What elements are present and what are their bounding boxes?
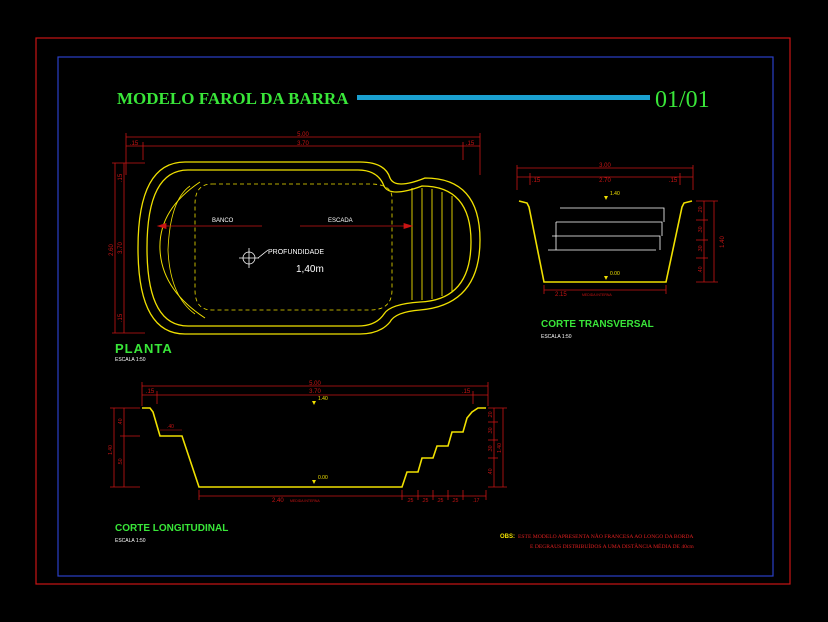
bench-inner [167, 185, 196, 315]
cl-dim-right: .15 [462, 389, 471, 395]
cl-ldim-1: .40 [118, 418, 124, 425]
planta-scale: ESCALA 1:50 [115, 357, 146, 363]
ct-dim-left: .15 [532, 178, 541, 184]
obs-line-1: ESTE MODELO APRESENTA NÃO FRANCESA AO LO… [518, 532, 693, 540]
cl-ldim-total: 1.40 [108, 445, 114, 455]
cl-rdim-total: 1.40 [497, 443, 503, 453]
bench-outline [159, 181, 206, 319]
planta-dim-total: 5.00 [297, 132, 309, 138]
ct-bottom-note: MEDIDA INTERNA [582, 293, 612, 297]
cl-stepdim-1: .25 [407, 498, 414, 504]
planta-left-dims [112, 162, 145, 334]
ct-rdim-total: 1.40 [720, 236, 726, 248]
drawing-title: MODELO FAROL DA BARRA [117, 89, 349, 108]
obs-note: OBS: ESTE MODELO APRESENTA NÃO FRANCESA … [500, 532, 694, 550]
planta-vdim-1: 2.60 [109, 244, 115, 256]
ct-rdim-4: .40 [698, 266, 704, 273]
cl-ldim-2: .50 [118, 458, 124, 465]
cl-right-dims [488, 407, 507, 488]
cl-left-dims [110, 407, 140, 488]
ct-level-top: 1.40 [610, 191, 620, 197]
cl-bottom-note: MEDIDA INTERNA [290, 499, 320, 503]
planta-vdim-2: 3.70 [118, 242, 124, 254]
cl-stepdim-3: .25 [437, 498, 444, 504]
ct-scale: ESCALA 1:50 [541, 334, 572, 340]
planta-view: 5.00 .15 3.70 .15 2.60 3.70 .15 .15 [109, 132, 481, 363]
cl-bottom-dims [198, 490, 487, 500]
outer-frame [35, 37, 791, 585]
cl-step-label: .40 [167, 424, 174, 430]
ct-bottom-dim [543, 285, 667, 294]
ct-rdim-3: .30 [698, 245, 704, 252]
title-bar [357, 95, 650, 100]
planta-dim-right: .15 [466, 141, 475, 147]
cl-rdim-2: .30 [488, 427, 494, 434]
ct-label: CORTE TRANSVERSAL [541, 319, 654, 330]
cl-level-top: 1.40 [318, 396, 328, 402]
inner-frame [57, 56, 774, 577]
ct-level-bottom: 0.00 [610, 271, 620, 277]
cl-stepdim-5: .17 [473, 498, 480, 504]
cl-rdim-4: .40 [488, 468, 494, 475]
ct-level-top-icon [604, 196, 608, 200]
ct-top-dims [516, 165, 694, 190]
obs-line-2: E DEGRAUS DISTRIBUÍDOS A UMA DISTÂNCIA M… [530, 542, 694, 550]
cl-dim-mid: 3.70 [309, 389, 321, 395]
ct-level-bottom-icon [604, 276, 608, 280]
cl-scale: ESCALA 1:50 [115, 538, 146, 544]
cl-level-bottom-icon [312, 480, 316, 484]
ct-dim-mid: 2.70 [599, 178, 611, 184]
cl-bottom-value: 2.40 [272, 498, 284, 504]
escada-label: ESCADA [328, 218, 353, 224]
corte-transversal-view: 3.00 .15 2.70 .15 1.40 0.00 2.15 MEDIDA … [516, 163, 726, 340]
stairs-lines [411, 188, 453, 300]
inner-floor-outline [194, 183, 393, 311]
depth-value: 1,40m [296, 264, 324, 275]
cl-dim-total: 5.00 [309, 381, 321, 387]
planta-top-dims [125, 133, 481, 175]
planta-dim-mid: 3.70 [297, 141, 309, 147]
cl-top-dims [141, 382, 489, 406]
cl-stepdim-4: .25 [452, 498, 459, 504]
sheet-number: 01/01 [655, 87, 710, 113]
planta-label: PLANTA [115, 341, 173, 356]
ct-section-outline [518, 200, 693, 283]
depth-marker-icon [239, 248, 269, 268]
ct-rdim-2: .30 [698, 226, 704, 233]
cl-rdim-3: .30 [488, 445, 494, 452]
corte-longitudinal-view: 5.00 .15 3.70 .15 1.40 0.00 .40 .40 1.40… [108, 381, 507, 544]
cl-label: CORTE LONGITUDINAL [115, 523, 228, 534]
ct-dim-total: 3.00 [599, 163, 611, 169]
obs-label: OBS: [500, 534, 515, 540]
ct-dim-right: .15 [669, 178, 678, 184]
profundidade-label: PROFUNDIDADE [268, 249, 324, 256]
cl-section-outline [142, 407, 486, 488]
planta-vdim-4: .15 [118, 313, 124, 322]
cl-level-bottom: 0.00 [318, 475, 328, 481]
ct-right-dims [696, 200, 718, 283]
planta-vdim-3: .15 [118, 173, 124, 182]
planta-dim-left: .15 [130, 141, 139, 147]
cl-rdim-1: .20 [488, 411, 494, 418]
ct-rdim-1: .20 [698, 206, 704, 213]
cl-dim-left: .15 [146, 389, 155, 395]
ct-steps [548, 207, 665, 251]
cl-stepdim-2: .25 [422, 498, 429, 504]
direction-arrows [156, 222, 414, 230]
ct-bottom-value: 2.15 [555, 292, 567, 298]
banco-label: BANCO [212, 218, 234, 224]
cl-level-top-icon [312, 401, 316, 405]
pool-outline [137, 161, 481, 335]
